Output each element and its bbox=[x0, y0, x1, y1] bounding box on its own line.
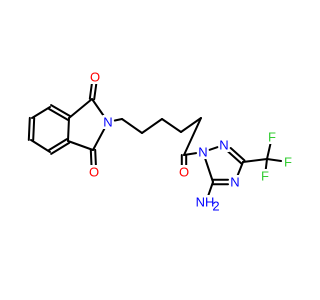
bond-b3-b4-a bbox=[50, 141, 71, 155]
atom-n_imide: N bbox=[102, 115, 114, 130]
atom-label-background bbox=[259, 169, 271, 183]
atom-label-background bbox=[197, 195, 219, 209]
bond-m4-m5 bbox=[180, 117, 202, 133]
atom-label-background bbox=[178, 165, 190, 179]
bond-c8-n_imide bbox=[92, 127, 106, 151]
bond-c5-nh2_amino bbox=[207, 181, 214, 197]
bond-m1-m2 bbox=[121, 118, 143, 134]
atom-label: O bbox=[179, 165, 189, 180]
atom-label: O bbox=[90, 70, 100, 85]
bond-c7-o_top-b bbox=[88, 82, 93, 100]
bond-cf3-f_middle bbox=[264, 158, 268, 171]
atom-label-background bbox=[88, 165, 100, 179]
atom-label-background bbox=[197, 145, 209, 159]
bond-b1-b2-a bbox=[27, 116, 31, 141]
bond-b5-c7 bbox=[68, 98, 93, 119]
bond-c5-n_triazole_1 bbox=[204, 157, 214, 183]
atom-nh2_amino: NH2 bbox=[196, 195, 220, 214]
atom-label-background bbox=[102, 115, 114, 129]
bond-cf3-f_top bbox=[266, 142, 272, 160]
bond-b4-c8 bbox=[67, 140, 94, 151]
bond-m3-m4 bbox=[161, 118, 182, 133]
atom-label-background bbox=[282, 155, 294, 169]
bond-n_triazole_2-c3-b bbox=[229, 147, 246, 162]
atom-label: F bbox=[261, 169, 269, 184]
bond-m5-c_co bbox=[183, 117, 202, 156]
atom-label: F bbox=[268, 130, 276, 145]
bond-c7-n_imide bbox=[91, 98, 106, 118]
bond-b5-b6-b bbox=[47, 107, 69, 121]
atom-o_top: O bbox=[89, 70, 101, 85]
atom-label: N bbox=[230, 175, 239, 190]
atom-label-background bbox=[218, 138, 230, 152]
atom-n_triazole_1: N bbox=[197, 145, 209, 160]
bond-b6-b1 bbox=[31, 106, 51, 119]
bond-c3-n_triazole_4 bbox=[236, 161, 244, 177]
bond-b5-b6-a bbox=[50, 104, 72, 118]
bond-m2-m3 bbox=[141, 118, 163, 134]
bond-n_triazole_1-n_triazole_2 bbox=[208, 146, 219, 151]
atom-n_triazole_2: N bbox=[218, 138, 230, 153]
atom-f_right: F bbox=[282, 155, 294, 170]
atom-n_triazole_4: N bbox=[229, 175, 241, 190]
bond-c8-o_bottom-b bbox=[94, 148, 97, 166]
bond-b2-b3 bbox=[30, 139, 51, 153]
atom-label: F bbox=[284, 155, 292, 170]
atom-label: N bbox=[198, 145, 207, 160]
atom-label-background bbox=[266, 130, 278, 144]
atom-label-background bbox=[89, 70, 101, 84]
atom-o_amide: O bbox=[178, 165, 190, 180]
bond-n_imide-m1 bbox=[113, 118, 123, 122]
atom-label: N bbox=[103, 115, 112, 130]
bond-c3-cf3 bbox=[242, 158, 268, 163]
bond-c7-o_top-a bbox=[93, 83, 98, 101]
atom-label: O bbox=[89, 165, 99, 180]
bond-n_triazole_2-c3-a bbox=[226, 150, 243, 165]
bond-cf3-f_right bbox=[266, 158, 283, 163]
bonds bbox=[27, 82, 283, 197]
bond-b4-b5 bbox=[67, 117, 70, 142]
bond-c_co-n_triazole_1 bbox=[183, 152, 198, 156]
atom-o_bottom: O bbox=[88, 165, 100, 180]
atom-label: NH bbox=[196, 195, 215, 210]
atom-label-background bbox=[229, 175, 241, 189]
bond-b3-b4-b bbox=[47, 138, 68, 152]
atom-f_top: F bbox=[266, 130, 278, 145]
bond-c8-o_bottom-a bbox=[89, 149, 93, 167]
bond-b1-b2-b bbox=[32, 117, 36, 142]
atom-label-subscript: 2 bbox=[212, 199, 219, 214]
atom-label: N bbox=[219, 138, 228, 153]
atom-f_middle: F bbox=[259, 169, 271, 184]
